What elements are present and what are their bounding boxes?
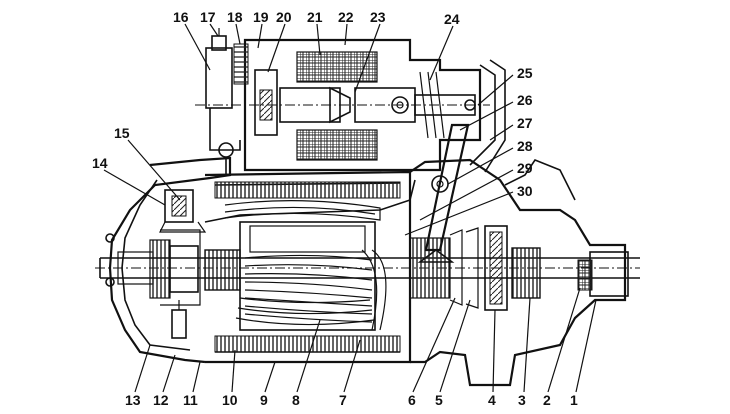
callout-6: 6 <box>408 392 416 408</box>
callout-3: 3 <box>518 392 526 408</box>
callout-labels: 1 2 3 4 5 6 7 8 9 10 11 12 13 14 15 16 1… <box>92 9 578 408</box>
armature-shaft <box>99 257 640 279</box>
motor-yoke <box>204 170 412 364</box>
leader-lines <box>103 23 597 393</box>
drive-end-bracket <box>409 59 629 387</box>
callout-10: 10 <box>222 392 238 408</box>
brush-holder <box>159 189 207 339</box>
overrunning-clutch <box>409 225 508 311</box>
callout-4: 4 <box>488 392 496 408</box>
callout-5: 5 <box>435 392 443 408</box>
callout-26: 26 <box>517 92 533 108</box>
callout-29: 29 <box>517 160 533 176</box>
callout-15: 15 <box>114 125 130 141</box>
callout-9: 9 <box>260 392 268 408</box>
callout-27: 27 <box>517 115 533 131</box>
callout-11: 11 <box>183 392 198 408</box>
callout-16: 16 <box>173 9 189 25</box>
solenoid-terminal <box>205 28 278 175</box>
callout-28: 28 <box>517 138 533 154</box>
commutator <box>204 249 241 291</box>
callout-17: 17 <box>200 9 216 25</box>
callout-23: 23 <box>370 9 386 25</box>
callout-7: 7 <box>339 392 347 408</box>
callout-24: 24 <box>444 11 460 27</box>
callout-18: 18 <box>227 9 243 25</box>
callout-12: 12 <box>153 392 169 408</box>
callout-2: 2 <box>543 392 551 408</box>
solenoid <box>243 38 482 172</box>
callout-25: 25 <box>517 65 533 81</box>
callout-14: 14 <box>92 155 108 171</box>
commutator-end-housing <box>105 156 232 364</box>
callout-20: 20 <box>276 9 292 25</box>
callout-13: 13 <box>125 392 141 408</box>
callout-30: 30 <box>517 183 533 199</box>
callout-21: 21 <box>307 9 323 25</box>
field-lead <box>204 179 416 223</box>
callout-22: 22 <box>338 9 354 25</box>
pinion-gear <box>511 247 541 299</box>
callout-1: 1 <box>570 392 578 408</box>
callout-8: 8 <box>292 392 300 408</box>
callout-19: 19 <box>253 9 269 25</box>
